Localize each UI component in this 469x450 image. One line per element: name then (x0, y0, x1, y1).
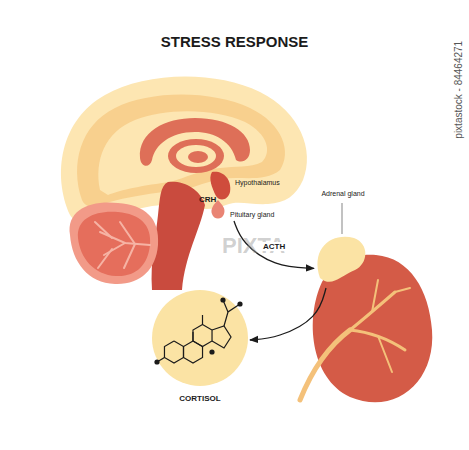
molecule-name: CORTISOL (150, 394, 250, 403)
cerebellum-core (78, 212, 150, 276)
title: STRESS RESPONSE (0, 33, 469, 50)
part-label: Hypothalamus (235, 179, 280, 187)
cerebellum (70, 202, 159, 284)
cortisol-circle (150, 288, 250, 388)
thalamus-inner (188, 151, 208, 163)
adrenal-cap (318, 237, 366, 282)
arbor-vitae (95, 222, 150, 268)
watermark-vertical: pixtastock - 84464271 (453, 41, 465, 139)
atom-dot (237, 301, 242, 306)
brainstem (152, 182, 205, 290)
gland-label-box: Pituitary gland (228, 209, 276, 221)
atom-dot (154, 359, 159, 364)
circle-ground (152, 290, 248, 386)
steroid-molecule (154, 297, 242, 364)
gland-label: Adrenal gland (314, 190, 372, 198)
hormone-label: ACTH (262, 242, 286, 251)
thalamus-core (176, 145, 216, 167)
renal-pelvis (300, 280, 410, 400)
adrenal-box: Adrenal gland (314, 190, 372, 288)
hormone-label: CRH (199, 195, 216, 204)
hormone-arrow (250, 288, 326, 340)
atom-dot (220, 297, 225, 302)
leader-line (342, 203, 343, 234)
gland-label: Pituitary gland (228, 209, 276, 221)
cortisol-node: CORTISOL (150, 288, 250, 410)
thalamus (168, 139, 224, 173)
atom-dot (209, 349, 214, 354)
